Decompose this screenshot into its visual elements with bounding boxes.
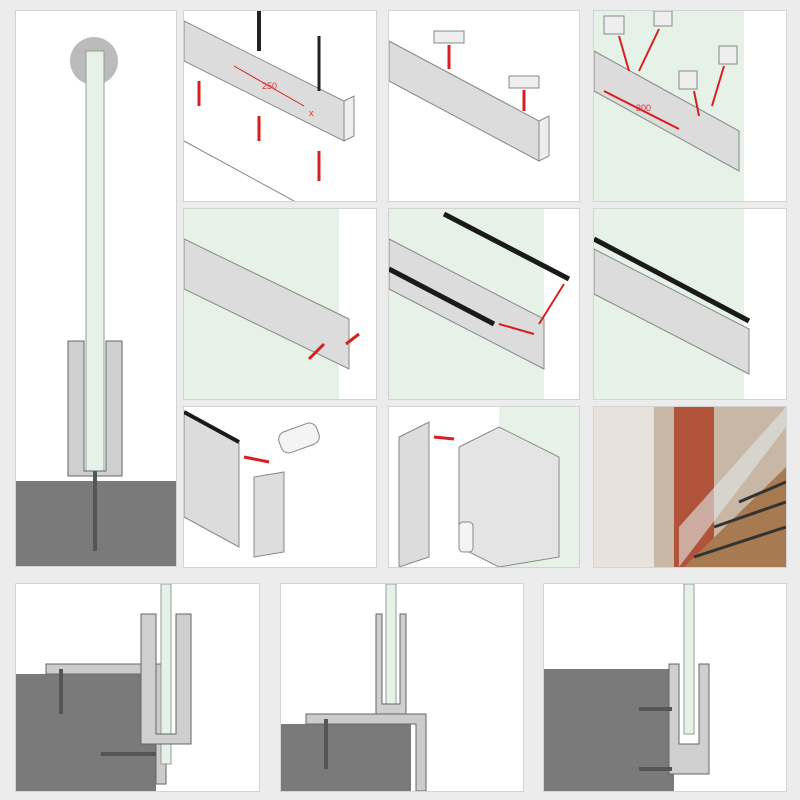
- step-drill-anchor: 250 x: [183, 10, 377, 202]
- step-wedges: [183, 208, 377, 400]
- dimension-300: 300: [636, 103, 651, 113]
- fascia-mount: [543, 583, 787, 792]
- step-gasket-done: [593, 208, 787, 400]
- installed-photo: [593, 406, 787, 568]
- glue-bottle-icon: [458, 521, 474, 553]
- side-section-panel: [15, 10, 177, 567]
- step-setting-blocks: [388, 10, 580, 202]
- u-profile-section: [67, 340, 123, 477]
- step-end-cap: [183, 406, 377, 568]
- top-mount-bracket: [280, 583, 524, 792]
- glue-bottle-icon: [278, 422, 320, 454]
- step-insert-glass: 300: [593, 10, 787, 202]
- side-mount-bracket: [15, 583, 260, 792]
- dimension-250: 250: [262, 81, 277, 91]
- step-gasket: [388, 208, 580, 400]
- step-corner-glue: [388, 406, 580, 568]
- dimension-x: x: [309, 108, 314, 118]
- glass-pane: [85, 50, 105, 472]
- section-drawing: [16, 37, 176, 566]
